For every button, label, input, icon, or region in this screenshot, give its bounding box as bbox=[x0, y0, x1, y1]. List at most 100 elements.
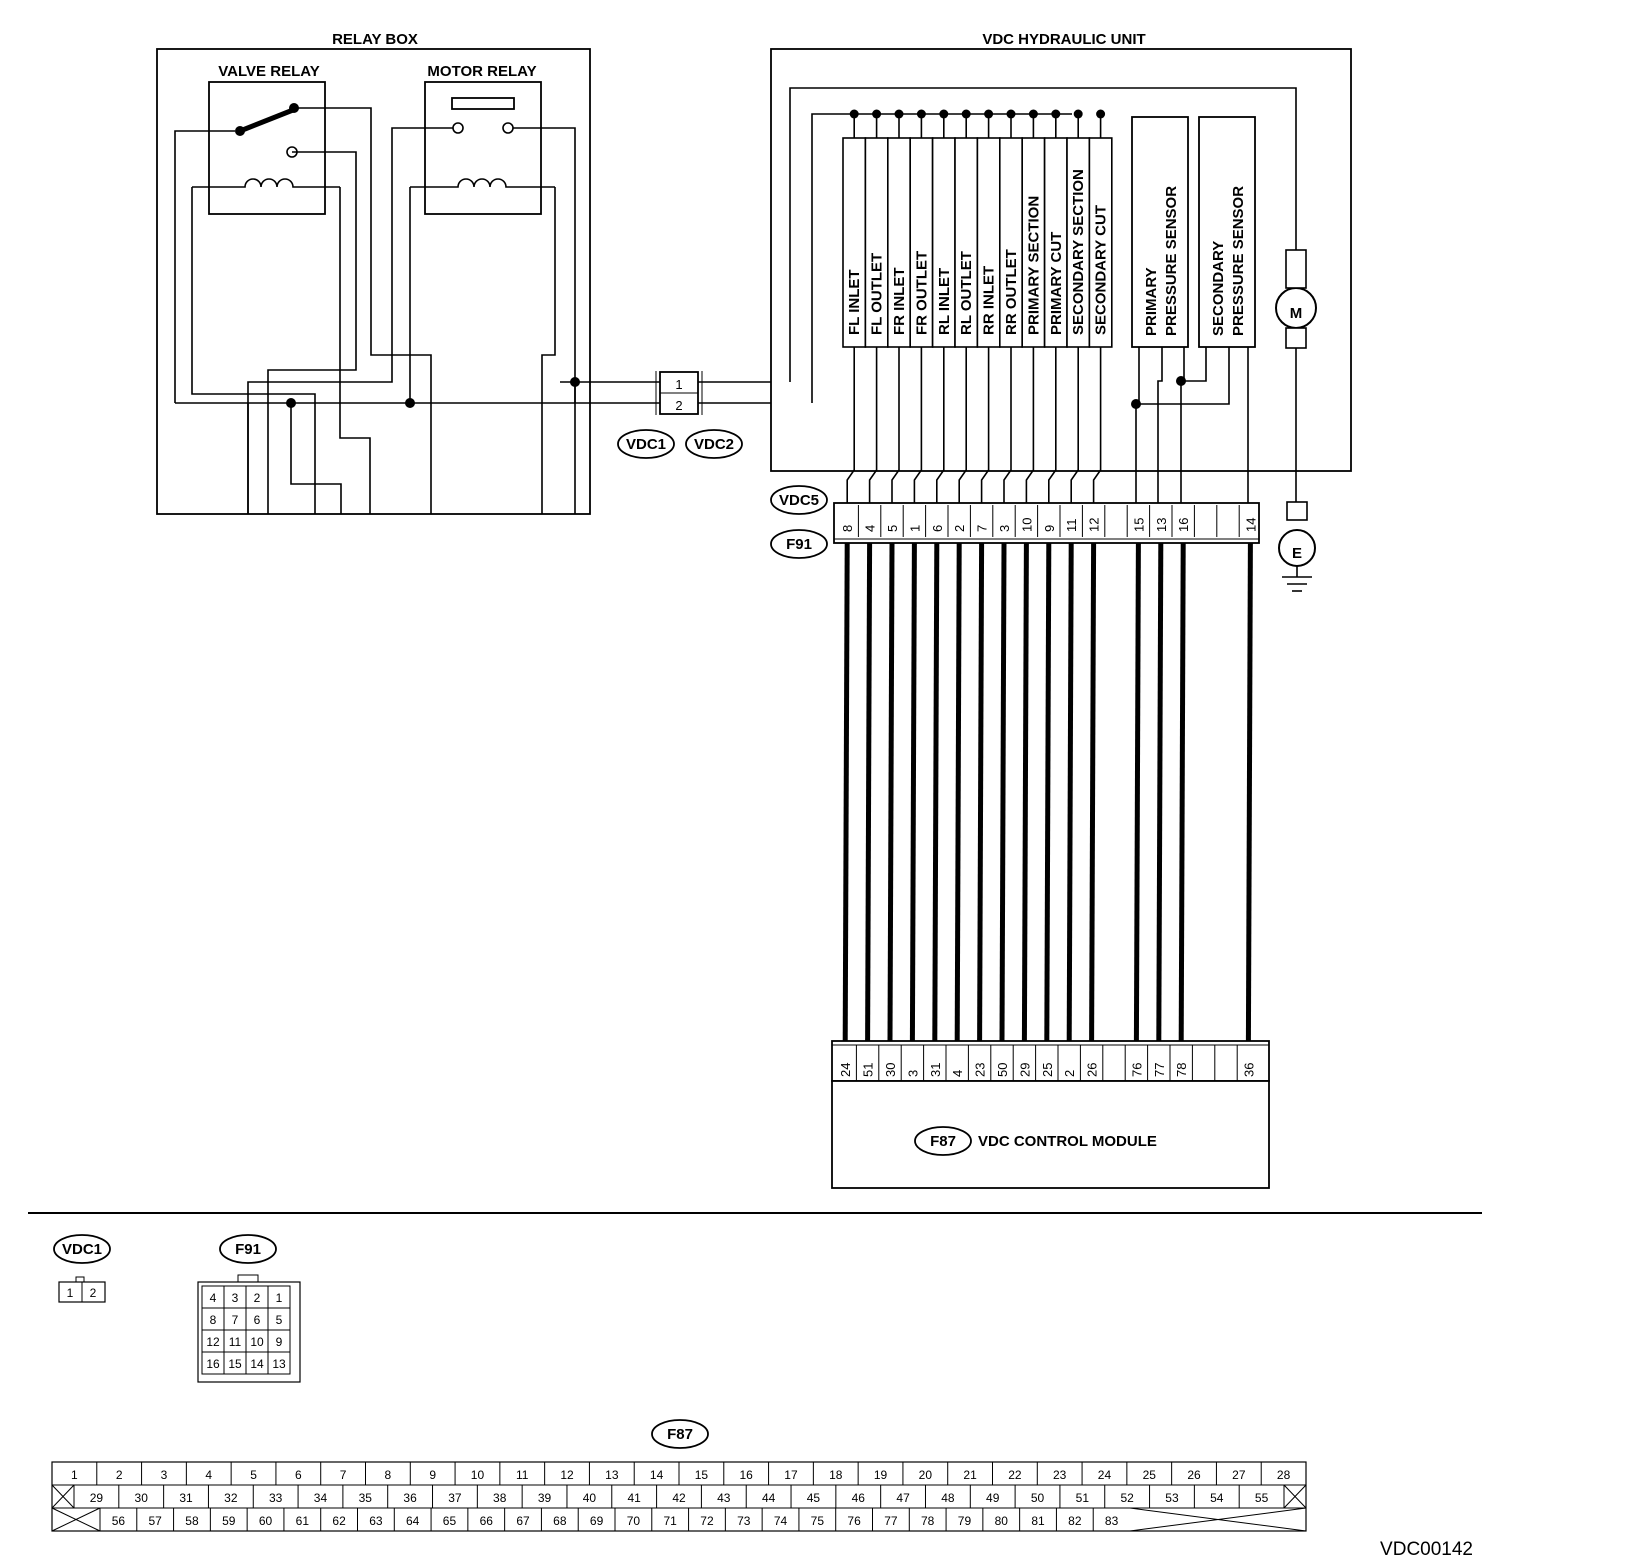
f87-legend-pin: 38 bbox=[493, 1491, 507, 1505]
motor-relay-contact-bar bbox=[451, 97, 515, 110]
vdc5-pin: 3 bbox=[997, 525, 1012, 532]
f91-legend-pin: 2 bbox=[254, 1291, 261, 1305]
vdc2-tag bbox=[685, 429, 743, 459]
f87-legend-pin: 31 bbox=[179, 1491, 193, 1505]
f87-legend-pin: 8 bbox=[385, 1468, 392, 1482]
harness-wire bbox=[1021, 542, 1029, 1042]
vdc1-pin-2: 2 bbox=[675, 398, 682, 413]
vdc5-pin: 10 bbox=[1019, 518, 1034, 532]
valve-relay-contact-arm bbox=[239, 107, 294, 134]
relay-box-wiring bbox=[174, 107, 660, 514]
f87-legend-pin: 82 bbox=[1068, 1514, 1082, 1528]
f87-legend-pin: 50 bbox=[1031, 1491, 1045, 1505]
f87-legend-pin: 72 bbox=[700, 1514, 714, 1528]
f91-legend-pin: 13 bbox=[272, 1357, 286, 1371]
vdc5-pin: 2 bbox=[952, 525, 967, 532]
valve-relay bbox=[208, 81, 326, 215]
f87-legend-pin: 40 bbox=[583, 1491, 597, 1505]
harness-wire bbox=[999, 542, 1007, 1042]
harness-wire bbox=[1044, 542, 1052, 1042]
f87-legend-pin: 52 bbox=[1120, 1491, 1134, 1505]
motor-relay-contact-right bbox=[502, 122, 514, 134]
vdc5-pin: 16 bbox=[1176, 518, 1191, 532]
f87-legend-pin: 55 bbox=[1255, 1491, 1269, 1505]
control-module-label: VDC CONTROL MODULE bbox=[978, 1133, 1157, 1150]
f87-legend-pin: 63 bbox=[369, 1514, 383, 1528]
legend-vdc1-pin-2: 2 bbox=[90, 1286, 97, 1300]
f87-legend-pin: 68 bbox=[553, 1514, 567, 1528]
f87-tag bbox=[914, 1126, 972, 1156]
f87-pin: 23 bbox=[973, 1063, 988, 1077]
primary-pressure-sensor bbox=[1131, 116, 1189, 348]
f87-legend-pin: 19 bbox=[874, 1468, 888, 1482]
f91-legend-pin: 9 bbox=[276, 1335, 283, 1349]
f87-tag-label: F87 bbox=[930, 1133, 956, 1150]
harness-wire bbox=[1156, 542, 1164, 1042]
vdc5-pin: 14 bbox=[1243, 518, 1258, 532]
f91-legend-pin: 14 bbox=[250, 1357, 264, 1371]
vdc2-tag-label: VDC2 bbox=[694, 436, 734, 453]
relay-box: RELAY BOX VALVE RELAY MOTOR RELAY bbox=[156, 31, 660, 515]
vdc5-connector-body bbox=[833, 502, 1260, 544]
f87-legend-pin: 7 bbox=[340, 1468, 347, 1482]
f87-legend-pin: 17 bbox=[784, 1468, 798, 1482]
f91-legend-pin: 11 bbox=[229, 1335, 242, 1349]
vdc1-pin-1: 1 bbox=[675, 377, 682, 392]
harness-wire bbox=[1089, 542, 1097, 1042]
f87-legend-pin: 47 bbox=[896, 1491, 910, 1505]
f87-legend-pin: 74 bbox=[774, 1514, 788, 1528]
legend-vdc1-pin-1: 1 bbox=[67, 1286, 74, 1300]
f87-legend-pin: 29 bbox=[90, 1491, 104, 1505]
f87-legend-pin: 61 bbox=[296, 1514, 310, 1528]
valve-label: PRIMARY SECTION bbox=[1025, 196, 1042, 335]
wire-harness bbox=[842, 542, 1253, 1042]
ground-symbol-label: E bbox=[1292, 545, 1302, 562]
f87-legend-pin: 14 bbox=[650, 1468, 664, 1482]
f87-pin: 2 bbox=[1062, 1070, 1077, 1077]
f91-legend-pin: 8 bbox=[210, 1313, 217, 1327]
motor-relay-label: MOTOR RELAY bbox=[427, 63, 536, 80]
f87-legend-pin: 58 bbox=[185, 1514, 199, 1528]
f87-legend-pin: 15 bbox=[695, 1468, 709, 1482]
figure-code: VDC00142 bbox=[1380, 1539, 1473, 1560]
harness-wire bbox=[954, 542, 962, 1042]
harness-wire bbox=[909, 542, 917, 1042]
valve-label: PRIMARY CUT bbox=[1048, 232, 1065, 335]
f87-legend-pin: 67 bbox=[516, 1514, 530, 1528]
f87-legend-pin: 1 bbox=[71, 1468, 78, 1482]
f91-tag-label: F91 bbox=[786, 536, 812, 553]
f87-legend-pin: 9 bbox=[429, 1468, 436, 1482]
f87-legend-pin: 71 bbox=[663, 1514, 677, 1528]
control-module-body bbox=[831, 1080, 1270, 1189]
vdc5-pin: 7 bbox=[975, 525, 990, 532]
f87-legend-pin: 69 bbox=[590, 1514, 604, 1528]
valve-label: RR OUTLET bbox=[1003, 249, 1020, 335]
f87-legend-pin: 64 bbox=[406, 1514, 420, 1528]
f87-legend-pin: 23 bbox=[1053, 1468, 1067, 1482]
vdc5-pin: 9 bbox=[1042, 525, 1057, 532]
vdc5-pin: 15 bbox=[1131, 518, 1146, 532]
f87-legend-pin: 13 bbox=[605, 1468, 619, 1482]
f87-legend-pin: 25 bbox=[1143, 1468, 1157, 1482]
f91-legend-pin: 3 bbox=[232, 1291, 239, 1305]
f91-legend-pin: 12 bbox=[206, 1335, 220, 1349]
valve-label: SECONDARY CUT bbox=[1093, 205, 1110, 335]
hydraulic-unit-title: VDC HYDRAULIC UNIT bbox=[982, 31, 1145, 48]
f87-legend-pin: 66 bbox=[480, 1514, 494, 1528]
f87-legend-pin: 27 bbox=[1232, 1468, 1246, 1482]
f87-legend-pin: 46 bbox=[852, 1491, 866, 1505]
valve-label: SECONDARY SECTION bbox=[1070, 169, 1087, 335]
f87-legend-pin: 41 bbox=[628, 1491, 642, 1505]
f87-legend-pin: 73 bbox=[737, 1514, 751, 1528]
f87-legend-pin: 60 bbox=[259, 1514, 273, 1528]
secondary-sensor-label-2: PRESSURE SENSOR bbox=[1230, 186, 1247, 336]
f87-pin: 77 bbox=[1152, 1063, 1167, 1077]
f87-legend-pin: 30 bbox=[135, 1491, 149, 1505]
f87-legend-pin: 11 bbox=[516, 1468, 529, 1482]
f87-legend-pin: 18 bbox=[829, 1468, 843, 1482]
